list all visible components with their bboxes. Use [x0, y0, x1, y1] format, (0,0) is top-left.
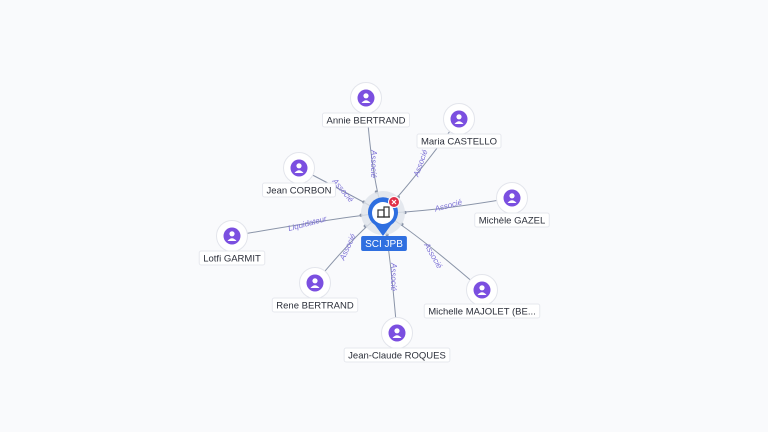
person-node-annie[interactable]: Annie BERTRAND — [321, 82, 411, 128]
person-icon — [388, 324, 406, 342]
person-label-lotfi: Lotfi GARMIT — [203, 254, 261, 265]
person-label-bg — [271, 297, 359, 313]
edge-label-jeanclaude: Associé — [389, 262, 398, 292]
person-label-michelle: Michelle MAJOLET (BE... — [428, 307, 536, 318]
center-node[interactable]: SCI JPB — [361, 191, 407, 251]
person-node-michelle[interactable]: Michelle MAJOLET (BE... — [423, 274, 541, 319]
close-icon[interactable] — [388, 196, 400, 208]
center-label: SCI JPB — [365, 239, 403, 250]
building-icon — [377, 206, 390, 218]
person-icon — [290, 159, 308, 177]
person-node-jeanclaude[interactable]: Jean-Claude ROQUES — [343, 317, 451, 363]
person-label-bg — [416, 133, 502, 149]
person-label-bg — [423, 303, 541, 319]
edge-label-maria: Associé — [411, 148, 430, 179]
person-icon — [306, 274, 324, 292]
edge-label-annie: Associé — [369, 149, 378, 179]
person-label-michele: Michèle GAZEL — [479, 216, 546, 227]
person-label-bg — [343, 347, 451, 363]
person-icon — [357, 89, 375, 107]
person-node-rene[interactable]: Rene BERTRAND — [271, 267, 359, 313]
center-node-layer: SCI JPB — [361, 191, 407, 251]
person-label-annie: Annie BERTRAND — [326, 116, 405, 127]
person-icon — [473, 281, 491, 299]
person-nodes-layer: Annie BERTRAND Maria CASTELLO Jean CORBON M… — [198, 82, 550, 363]
person-node-michele[interactable]: Michèle GAZEL — [474, 182, 550, 228]
person-label-jeanclaude: Jean-Claude ROQUES — [348, 351, 446, 362]
person-node-maria[interactable]: Maria CASTELLO — [416, 103, 502, 149]
person-label-bg — [198, 250, 266, 266]
person-label-rene: Rene BERTRAND — [276, 301, 354, 312]
person-label-bg — [262, 182, 336, 198]
edge-label-michele: Associé — [433, 197, 464, 213]
person-label-jean: Jean CORBON — [267, 186, 332, 197]
edge-label-lotfi: Liquidateur — [287, 214, 328, 233]
edge-label-rene: Associé — [337, 232, 358, 263]
person-label-bg — [474, 212, 550, 228]
person-label-maria: Maria CASTELLO — [421, 137, 497, 148]
person-icon — [503, 189, 521, 207]
center-label-bg — [361, 236, 407, 251]
person-node-jean[interactable]: Jean CORBON — [262, 152, 336, 198]
person-label-bg — [321, 112, 411, 128]
person-node-lotfi[interactable]: Lotfi GARMIT — [198, 220, 266, 266]
person-icon — [223, 227, 241, 245]
person-icon — [450, 110, 468, 128]
